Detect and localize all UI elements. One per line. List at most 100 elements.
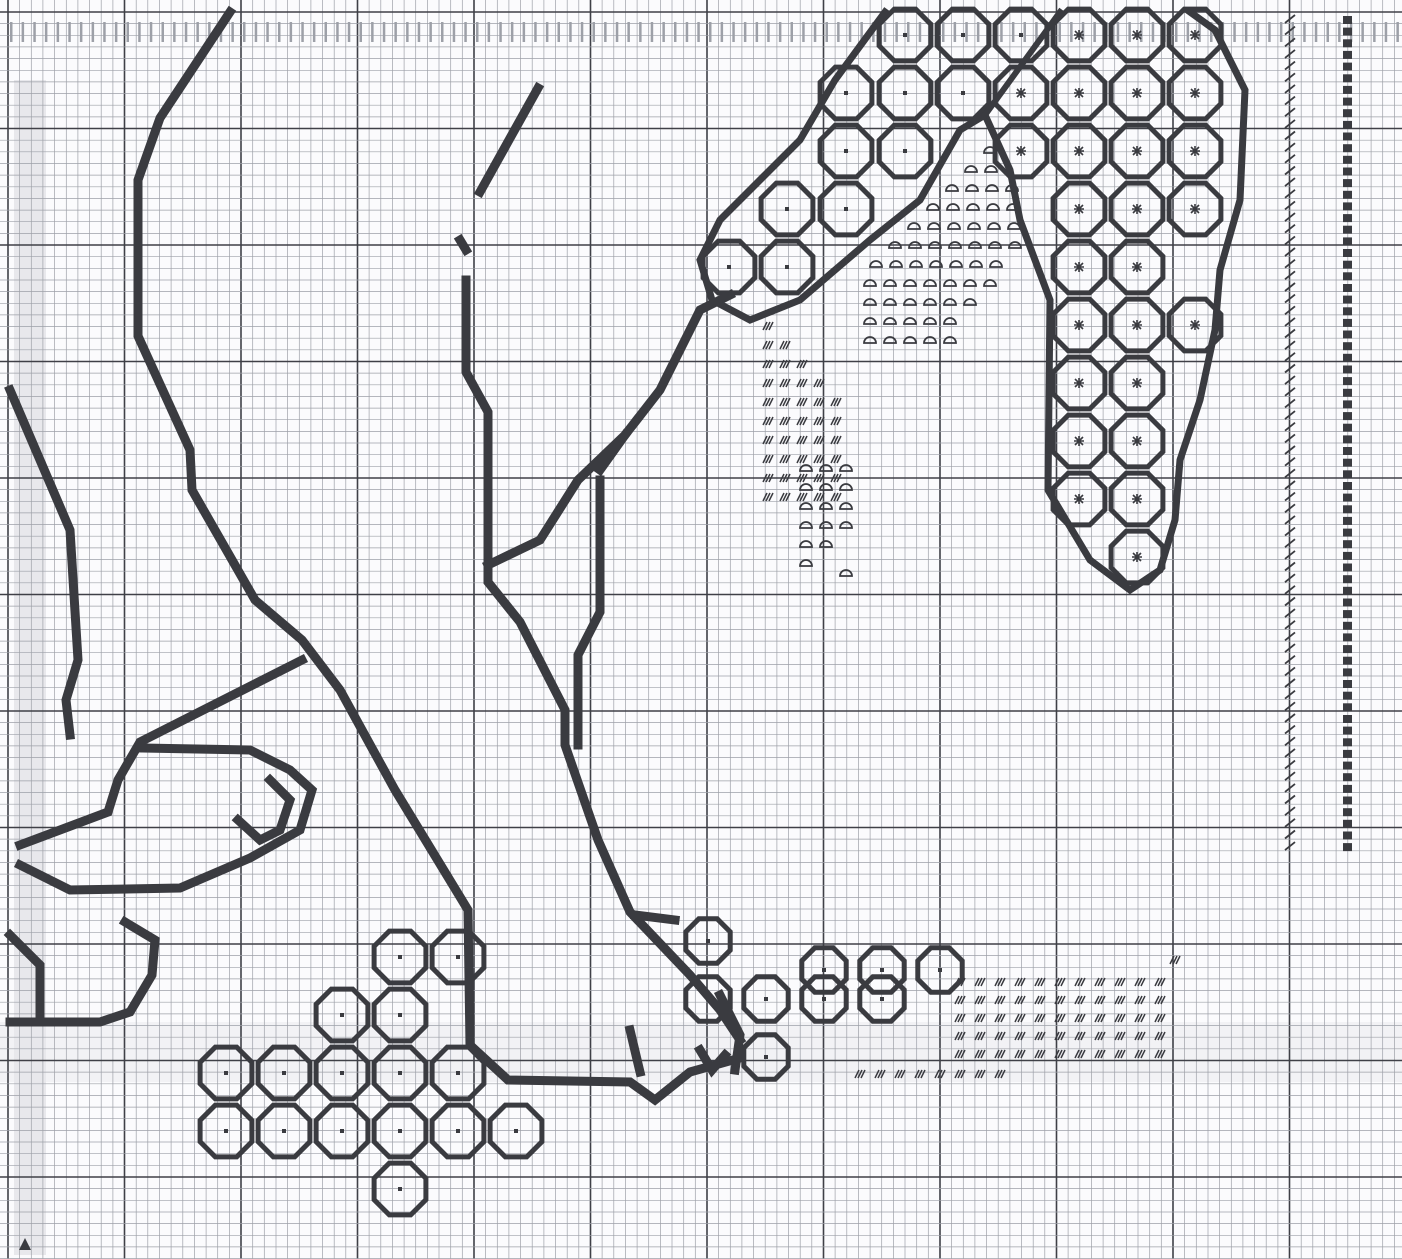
- ruler-tick: [115, 22, 118, 42]
- ruler-tick: [22, 22, 25, 42]
- filled-square-icon: [1343, 762, 1352, 770]
- center-dot: [764, 997, 768, 1001]
- center-dot: [224, 1129, 228, 1133]
- asterisk-mark: [1074, 30, 1084, 40]
- ruler-tick: [301, 22, 304, 42]
- ruler-tick: [394, 22, 397, 42]
- ruler-tick: [534, 22, 537, 42]
- ruler-tick: [977, 22, 980, 42]
- ruler-tick: [511, 22, 514, 42]
- asterisk-mark: [1074, 436, 1084, 446]
- ruler-tick: [231, 22, 234, 42]
- ruler-tick: [1396, 22, 1399, 42]
- filled-square-icon: [1343, 261, 1352, 269]
- ruler-tick: [336, 22, 339, 42]
- ruler-tick: [721, 22, 724, 42]
- center-dot: [822, 968, 826, 972]
- filled-square-icon: [1343, 610, 1352, 618]
- filled-square-icon: [1343, 284, 1352, 292]
- ruler-tick: [849, 22, 852, 42]
- center-dot: [727, 265, 731, 269]
- ruler-tick: [150, 22, 153, 42]
- filled-square-icon: [1343, 494, 1352, 502]
- ruler-tick: [546, 22, 549, 42]
- filled-square-icon: [1343, 703, 1352, 711]
- filled-square-icon: [1343, 645, 1352, 653]
- filled-square-icon: [1343, 424, 1352, 432]
- ruler-tick: [1303, 22, 1306, 42]
- filled-square-icon: [1343, 715, 1352, 723]
- asterisk-mark: [1132, 494, 1142, 504]
- ruler-tick: [616, 22, 619, 42]
- center-dot: [224, 1071, 228, 1075]
- filled-square-icon: [1343, 133, 1352, 141]
- asterisk-mark: [1074, 378, 1084, 388]
- filled-square-icon: [1343, 832, 1352, 840]
- asterisk-mark: [1132, 262, 1142, 272]
- asterisk-mark: [1074, 88, 1084, 98]
- ruler-tick: [965, 22, 968, 42]
- filled-square-icon: [1343, 680, 1352, 688]
- ruler-tick: [767, 22, 770, 42]
- center-dot: [398, 955, 402, 959]
- filled-square-icon: [1343, 272, 1352, 280]
- ruler-tick: [1093, 22, 1096, 42]
- center-dot: [340, 1129, 344, 1133]
- ruler-tick: [837, 22, 840, 42]
- asterisk-mark: [1074, 146, 1084, 156]
- ruler-tick: [1315, 22, 1318, 42]
- filled-square-icon: [1343, 738, 1352, 746]
- filled-square-icon: [1343, 843, 1352, 851]
- filled-square-icon: [1343, 354, 1352, 362]
- filled-square-icon: [1343, 599, 1352, 607]
- ruler-tick: [45, 22, 48, 42]
- center-dot: [282, 1071, 286, 1075]
- center-dot: [903, 149, 907, 153]
- asterisk-mark: [1190, 30, 1200, 40]
- filled-square-icon: [1343, 307, 1352, 315]
- ruler-tick: [1280, 22, 1283, 42]
- filled-square-icon: [1343, 785, 1352, 793]
- ruler-tick: [313, 22, 316, 42]
- center-dot: [880, 997, 884, 1001]
- filled-square-icon: [1343, 727, 1352, 735]
- asterisk-mark: [1132, 552, 1142, 562]
- ruler-tick: [581, 22, 584, 42]
- filled-square-icon: [1343, 168, 1352, 176]
- filled-square-icon: [1343, 622, 1352, 630]
- ruler-tick: [802, 22, 805, 42]
- ruler-tick: [348, 22, 351, 42]
- filled-square-icon: [1343, 249, 1352, 257]
- filled-square-icon: [1343, 773, 1352, 781]
- filled-square-icon: [1343, 366, 1352, 374]
- center-dot: [340, 1071, 344, 1075]
- left-margin-strip: [14, 80, 46, 1255]
- filled-square-icon: [1343, 435, 1352, 443]
- ruler-tick: [1338, 22, 1341, 42]
- filled-square-icon: [1343, 144, 1352, 152]
- ruler-tick: [1245, 22, 1248, 42]
- center-dot: [844, 207, 848, 211]
- ruler-tick: [1268, 22, 1271, 42]
- filled-square-icon: [1343, 389, 1352, 397]
- ruler-tick: [441, 22, 444, 42]
- filled-square-icon: [1343, 657, 1352, 665]
- ruler-tick: [627, 22, 630, 42]
- filled-square-icon: [1343, 109, 1352, 117]
- filled-square-icon: [1343, 400, 1352, 408]
- filled-square-icon: [1343, 226, 1352, 234]
- asterisk-mark: [1190, 204, 1200, 214]
- filled-square-icon: [1343, 587, 1352, 595]
- filled-square-icon: [1343, 459, 1352, 467]
- ruler-tick: [651, 22, 654, 42]
- ruler-tick: [1070, 22, 1073, 42]
- filled-square-icon: [1343, 237, 1352, 245]
- ruler-tick: [732, 22, 735, 42]
- filled-square-icon: [1343, 482, 1352, 490]
- filled-square-icon: [1343, 331, 1352, 339]
- ruler-tick: [418, 22, 421, 42]
- filled-square-icon: [1343, 156, 1352, 164]
- ruler-tick: [290, 22, 293, 42]
- filled-square-icon: [1343, 575, 1352, 583]
- center-dot: [340, 1013, 344, 1017]
